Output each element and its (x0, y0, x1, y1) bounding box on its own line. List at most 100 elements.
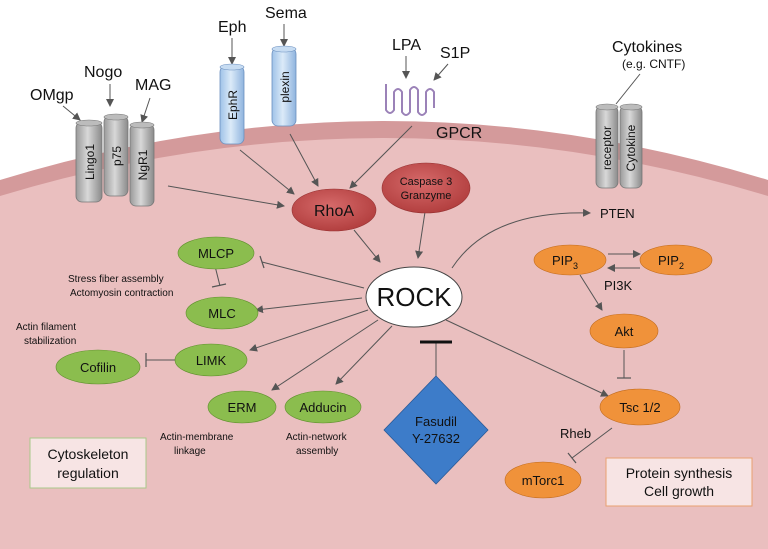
node-pip3-subscript: 3 (573, 261, 578, 271)
node-cofilin: Cofilin (55, 349, 141, 385)
edge-rock-mlcp (261, 261, 365, 289)
receptor-ngr1-label: NgR1 (136, 149, 150, 180)
edge-rock-tsc (445, 319, 609, 397)
node-pip2-label: PIP (658, 253, 679, 268)
node-rock-label: ROCK (376, 282, 452, 312)
node-erm: ERM (207, 390, 277, 424)
arrow-omgp (62, 105, 81, 121)
node-pten-label: PTEN (600, 206, 635, 221)
node-rock: ROCK (365, 266, 463, 328)
edge-ephr-rhoa (239, 149, 295, 195)
node-pip3-label: PIP (552, 253, 573, 268)
node-limk-label: LIMK (196, 353, 227, 368)
edge-rock-mlc (255, 297, 363, 314)
ligand-lpa: LPA (392, 37, 421, 54)
node-erm-label: ERM (228, 400, 257, 415)
ligand-mag: MAG (135, 77, 171, 94)
node-akt: Akt (589, 313, 659, 349)
receptor-plexin: plexin (271, 45, 297, 127)
svg-text:PIP2: PIP2 (658, 253, 684, 271)
annotation-stress-fiber: Stress fiber assembly (68, 274, 164, 285)
annotation-actin-membrane: Actin-membrane (160, 432, 234, 443)
arrow-mag (140, 97, 151, 123)
receptor-ephr-label: EphR (226, 90, 240, 120)
edge-pip3-akt (579, 274, 603, 311)
node-akt-label: Akt (615, 324, 634, 339)
node-adducin: Adducin (284, 390, 362, 424)
edge-rock-erm (271, 319, 379, 391)
node-cofilin-label: Cofilin (80, 360, 116, 375)
svg-text:PIP3: PIP3 (552, 253, 578, 271)
node-adducin-label: Adducin (300, 400, 347, 415)
edge-ngr-rhoa (167, 185, 285, 209)
ligand-eph: Eph (218, 19, 246, 36)
arrow-s1p (433, 63, 449, 81)
annotation-stabilization: stabilization (24, 336, 76, 347)
receptor-gpcr: GPCR (385, 84, 482, 142)
edge-tsc-mtorc-bar (567, 452, 577, 464)
box-cytoskeleton-label-1: Cytoskeleton (48, 446, 129, 462)
edge-rock-pten (451, 208, 591, 269)
receptor-gpcr-label: GPCR (436, 125, 482, 142)
annotation-actin-filament: Actin filament (16, 322, 76, 333)
node-limk: LIMK (174, 343, 248, 377)
node-mlcp-label: MLCP (198, 246, 234, 261)
box-cytoskeleton-regulation: Cytoskeleton regulation (29, 437, 147, 489)
box-protein-synthesis: Protein synthesis Cell growth (605, 457, 753, 507)
node-rhoa-label: RhoA (314, 203, 354, 220)
node-mlcp: MLCP (177, 236, 255, 270)
edge-rock-mlcp-bar (259, 255, 265, 269)
ligand-sema: Sema (265, 5, 307, 22)
inhibitor-y27632-label: Y-27632 (412, 431, 460, 446)
node-rhoa: RhoA (291, 188, 377, 232)
annotation-linkage: linkage (174, 446, 206, 457)
ligand-cytokines: Cytokines (612, 39, 682, 56)
edge-plexin-rhoa (289, 133, 319, 187)
node-tsc-label: Tsc 1/2 (619, 400, 660, 415)
annotation-assembly: assembly (296, 446, 338, 457)
ligand-nogo: Nogo (84, 64, 122, 81)
node-mlc-label: MLC (208, 306, 235, 321)
receptor-ephr: EphR (219, 63, 245, 145)
edge-mlcp-mlc-bar (211, 283, 227, 288)
node-tsc: Tsc 1/2 (599, 388, 681, 426)
node-caspase: Caspase 3 Granzyme (381, 162, 471, 214)
edge-tsc-mtorc (571, 427, 613, 459)
receptor-cytokine: receptor Cytokine (595, 103, 643, 189)
box-cytoskeleton-label-2: regulation (57, 465, 119, 481)
annotation-actin-network: Actin-network (286, 432, 348, 443)
receptor-lingo1-label: Lingo1 (83, 144, 97, 180)
ligand-omgp: OMgp (30, 87, 74, 104)
inhibitor-fasudil-label: Fasudil (415, 414, 457, 429)
node-pi3k-label: PI3K (604, 278, 633, 293)
edge-rhoa-rock (353, 229, 381, 263)
node-caspase-label-1: Caspase 3 (400, 176, 453, 188)
node-pip2: PIP2 (639, 244, 713, 276)
receptor-p75: p75 (103, 113, 129, 197)
receptor-ngr1: NgR1 (129, 121, 155, 207)
box-protein-label-1: Protein synthesis (626, 465, 733, 481)
annotation-actomyosin: Actomyosin contraction (70, 288, 173, 299)
receptor-plexin-label: plexin (278, 71, 292, 102)
cytokine-label: Cytokine (624, 124, 638, 171)
edge-rock-limk (249, 309, 369, 352)
receptor-p75-label: p75 (110, 146, 124, 166)
node-mtorc1-label: mTorc1 (522, 473, 565, 488)
node-pip3: PIP3 (533, 244, 607, 276)
node-caspase-label-2: Granzyme (401, 190, 452, 202)
node-mlc: MLC (185, 296, 259, 330)
node-mtorc1: mTorc1 (504, 461, 582, 499)
edge-gpcr-rhoa (349, 125, 413, 189)
arrow-cytokines (615, 73, 641, 105)
edge-caspase-rock (415, 211, 426, 259)
inhibitor-fasudil: Fasudil Y-27632 (383, 375, 489, 485)
box-protein-label-2: Cell growth (644, 483, 714, 499)
ligand-s1p: S1P (440, 45, 470, 62)
edge-rock-adducin (335, 325, 393, 385)
receptor-lingo1: Lingo1 (75, 119, 103, 203)
receptor-label: receptor (600, 126, 614, 170)
node-pip2-subscript: 2 (679, 261, 684, 271)
node-rheb-label: Rheb (560, 426, 591, 441)
ligand-cytokines-example: (e.g. CNTF) (622, 57, 685, 71)
